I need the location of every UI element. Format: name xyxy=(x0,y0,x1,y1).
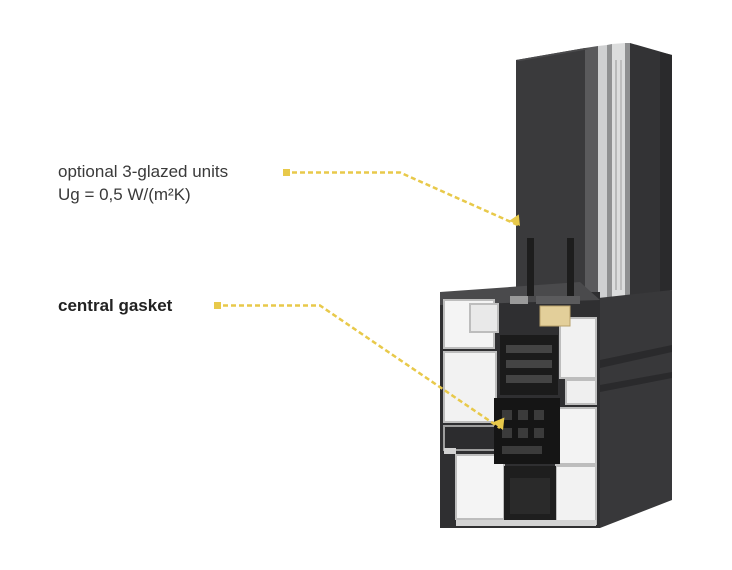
glazing-callout-line1: optional 3-glazed units xyxy=(58,162,229,181)
thermal-break xyxy=(494,335,560,526)
glazing-leader xyxy=(283,169,521,228)
glazing-callout-line2: Ug = 0,5 W/(m²K) xyxy=(58,185,191,204)
gasket-callout: central gasket xyxy=(58,294,172,317)
glazing-section xyxy=(516,43,672,300)
frame-body xyxy=(580,290,672,528)
section-face xyxy=(440,238,600,528)
glazing-callout: optional 3-glazed units Ug = 0,5 W/(m²K) xyxy=(58,160,228,206)
gasket-callout-label: central gasket xyxy=(58,296,173,315)
gasket-leader xyxy=(214,302,505,430)
